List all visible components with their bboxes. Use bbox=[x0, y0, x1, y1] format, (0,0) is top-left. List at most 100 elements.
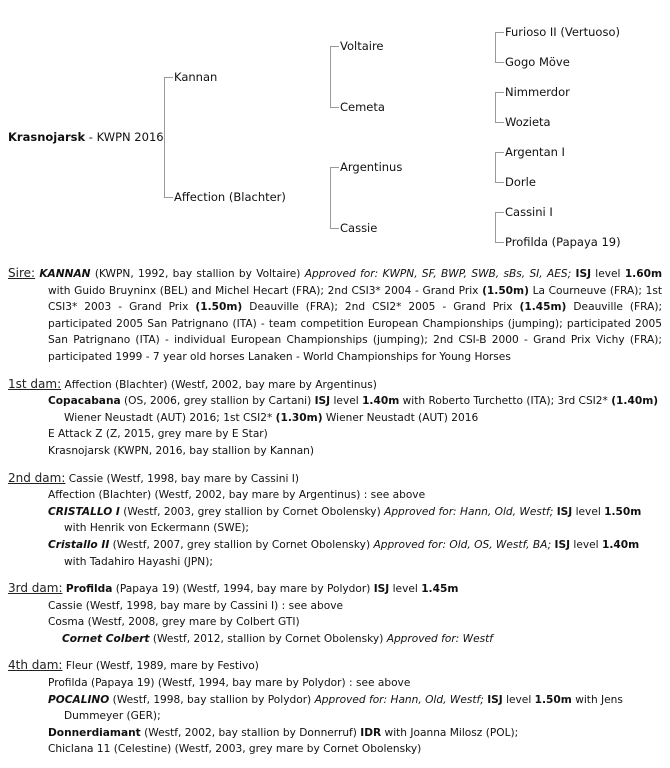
section-label: 3rd dam: bbox=[8, 581, 63, 596]
text-segment: 1.50m bbox=[604, 505, 642, 518]
text-segment: 1.40m bbox=[362, 395, 400, 408]
text-segment: Copacabana bbox=[48, 395, 121, 408]
tree-connector bbox=[495, 212, 504, 213]
pedigree-parent[interactable]: Kannan bbox=[174, 70, 218, 84]
text-segment: with Guido Bruyninx (BEL) and Michel Hec… bbox=[48, 284, 483, 297]
text-segment: (Westf, 1998, bay stallion by Polydor) bbox=[109, 693, 315, 706]
text-segment: ISJ bbox=[487, 693, 503, 706]
pedigree-great-grandparent[interactable]: Furioso II (Vertuoso) bbox=[505, 25, 620, 39]
offspring-entry: Profilda (Papaya 19) (Westf, 1994, bay m… bbox=[8, 675, 662, 692]
pedigree-great-grandparent[interactable]: Cassini I bbox=[505, 205, 553, 219]
text-segment: Affection (Blachter) (Westf, 2002, bay m… bbox=[48, 489, 426, 502]
section-label: 2nd dam: bbox=[8, 470, 66, 485]
dam-section: 2nd dam: Cassie (Westf, 1998, bay mare b… bbox=[8, 470, 662, 571]
text-segment: Wiener Neustadt (AUT) 2016; 1st CSI2* bbox=[64, 411, 276, 424]
text-segment: Approved for: Hann, Old, Westf; bbox=[314, 693, 484, 706]
pedigree-great-grandparent[interactable]: Profilda (Papaya 19) bbox=[505, 235, 621, 249]
tree-connector bbox=[495, 62, 504, 63]
text-segment: (OS, 2006, grey stallion by Cartani) bbox=[120, 395, 315, 408]
text-segment: ISJ bbox=[314, 395, 331, 408]
pedigree-grandparent[interactable]: Voltaire bbox=[340, 39, 384, 53]
text-segment: 1.60m bbox=[624, 268, 662, 280]
section-heading: 4th dam: Fleur (Westf, 1989, mare by Fes… bbox=[8, 657, 662, 675]
text-segment: CRISTALLO I bbox=[48, 505, 120, 518]
pedigree-great-grandparent[interactable]: Argentan I bbox=[505, 145, 565, 159]
text-segment: (1.50m) bbox=[195, 301, 243, 314]
pedigree-grandparent[interactable]: Cassie bbox=[340, 221, 378, 235]
text-segment: (1.30m) bbox=[275, 411, 323, 424]
text-segment: Approved for: KWPN, SF, BWP, SWB, sBs, S… bbox=[304, 268, 572, 280]
tree-connector bbox=[330, 167, 331, 228]
tree-connector bbox=[330, 46, 339, 47]
text-segment: (Westf, 2003, grey stallion by Cornet Ob… bbox=[119, 505, 385, 518]
tree-connector bbox=[164, 197, 173, 198]
text-segment: with Henrik von Eckermann (SWE); bbox=[64, 522, 249, 535]
offspring-entry: Chiclana 11 (Celestine) (Westf, 2003, gr… bbox=[8, 741, 662, 758]
root-name: Krasnojarsk bbox=[8, 130, 86, 144]
text-segment: ISJ bbox=[556, 505, 573, 518]
section-heading: Sire: KANNAN (KWPN, 1992, bay stallion b… bbox=[8, 265, 662, 366]
text-segment: level bbox=[591, 268, 625, 280]
text-segment: (Westf, 2012, stallion by Cornet Obolens… bbox=[149, 632, 387, 645]
tree-connector bbox=[164, 77, 173, 78]
text-segment: POCALINO bbox=[48, 693, 110, 706]
text-segment: La Courneuve (FRA); 1st CSI3* 2003 - Gra… bbox=[48, 284, 662, 314]
text-segment: (1.40m) bbox=[611, 395, 659, 408]
text-segment: (1.45m) bbox=[519, 301, 567, 314]
text-segment: Profilda bbox=[65, 583, 113, 596]
pedigree-parent[interactable]: Affection (Blachter) bbox=[174, 190, 286, 204]
text-segment: with Tadahiro Hayashi (JPN); bbox=[64, 555, 213, 568]
pedigree-great-grandparent[interactable]: Wozieta bbox=[505, 115, 551, 129]
text-segment: level bbox=[330, 395, 363, 408]
pedigree-root: Krasnojarsk - KWPN 2016 bbox=[8, 130, 164, 144]
text-segment: Approved for: Old, OS, Westf, BA; bbox=[373, 538, 552, 551]
text-segment: Profilda (Papaya 19) (Westf, 1994, bay m… bbox=[48, 677, 411, 690]
pedigree-grandparent[interactable]: Argentinus bbox=[340, 160, 403, 174]
text-segment: Chiclana 11 (Celestine) (Westf, 2003, gr… bbox=[48, 743, 422, 756]
text-segment: Cosma (Westf, 2008, grey mare by Colbert… bbox=[48, 616, 300, 629]
text-segment: with Jens Dummeyer (GER); bbox=[64, 693, 623, 723]
text-segment: Affection (Blachter) (Westf, 2002, bay m… bbox=[64, 378, 377, 391]
tree-connector bbox=[330, 167, 339, 168]
offspring-entry: Affection (Blachter) (Westf, 2002, bay m… bbox=[8, 487, 662, 504]
text-segment: Fleur (Westf, 1989, mare by Festivo) bbox=[65, 660, 259, 673]
text-segment: Donnerdiamant bbox=[48, 726, 141, 739]
section-heading: 3rd dam: Profilda (Papaya 19) (Westf, 19… bbox=[8, 580, 662, 598]
text-segment: level bbox=[570, 538, 602, 551]
pedigree-great-grandparent[interactable]: Gogo Möve bbox=[505, 55, 570, 69]
offspring-entry: POCALINO (Westf, 1998, bay stallion by P… bbox=[8, 692, 662, 725]
dam-section: 3rd dam: Profilda (Papaya 19) (Westf, 19… bbox=[8, 580, 662, 647]
tree-connector bbox=[330, 46, 331, 107]
text-segment: ISJ bbox=[575, 268, 592, 280]
section-label: 4th dam: bbox=[8, 658, 63, 673]
text-segment: level bbox=[389, 583, 422, 596]
text-segment: 1.40m bbox=[601, 538, 640, 551]
text-segment: 1.45m bbox=[421, 583, 459, 596]
offspring-entry: Copacabana (OS, 2006, grey stallion by C… bbox=[8, 393, 662, 426]
section-label: 1st dam: bbox=[8, 376, 62, 391]
text-segment: Krasnojarsk (KWPN, 2016, bay stallion by… bbox=[48, 444, 315, 457]
pedigree-great-grandparent[interactable]: Nimmerdor bbox=[505, 85, 570, 99]
sire-section: Sire: KANNAN (KWPN, 1992, bay stallion b… bbox=[8, 265, 662, 366]
tree-connector bbox=[164, 77, 165, 197]
text-segment: Approved for: Westf bbox=[386, 632, 494, 645]
dam-section: 1st dam: Affection (Blachter) (Westf, 20… bbox=[8, 376, 662, 460]
tree-connector bbox=[495, 152, 504, 153]
text-segment: Cassie (Westf, 1998, bay mare by Cassini… bbox=[68, 472, 300, 485]
pedigree-grandparent[interactable]: Cemeta bbox=[340, 100, 385, 114]
offspring-entry: Cornet Colbert (Westf, 2012, stallion by… bbox=[8, 631, 662, 648]
text-segment: Deauville (FRA); participated 2005 San P… bbox=[48, 301, 663, 363]
tree-connector bbox=[495, 122, 504, 123]
text-segment: E Attack Z (Z, 2015, grey mare by E Star… bbox=[48, 428, 268, 441]
pedigree-great-grandparent[interactable]: Dorle bbox=[505, 175, 536, 189]
offspring-entry: Cassie (Westf, 1998, bay mare by Cassini… bbox=[8, 598, 662, 615]
section-heading: 2nd dam: Cassie (Westf, 1998, bay mare b… bbox=[8, 470, 662, 488]
offspring-entry: CRISTALLO I (Westf, 2003, grey stallion … bbox=[8, 504, 662, 537]
tree-connector bbox=[495, 32, 504, 33]
dam-section: 4th dam: Fleur (Westf, 1989, mare by Fes… bbox=[8, 657, 662, 758]
text-segment: with Roberto Turchetto (ITA); 3rd CSI2* bbox=[399, 395, 612, 408]
root-suffix: - KWPN 2016 bbox=[85, 130, 164, 144]
text-segment: ISJ bbox=[554, 538, 571, 551]
text-segment: with Joanna Milosz (POL); bbox=[381, 726, 519, 739]
